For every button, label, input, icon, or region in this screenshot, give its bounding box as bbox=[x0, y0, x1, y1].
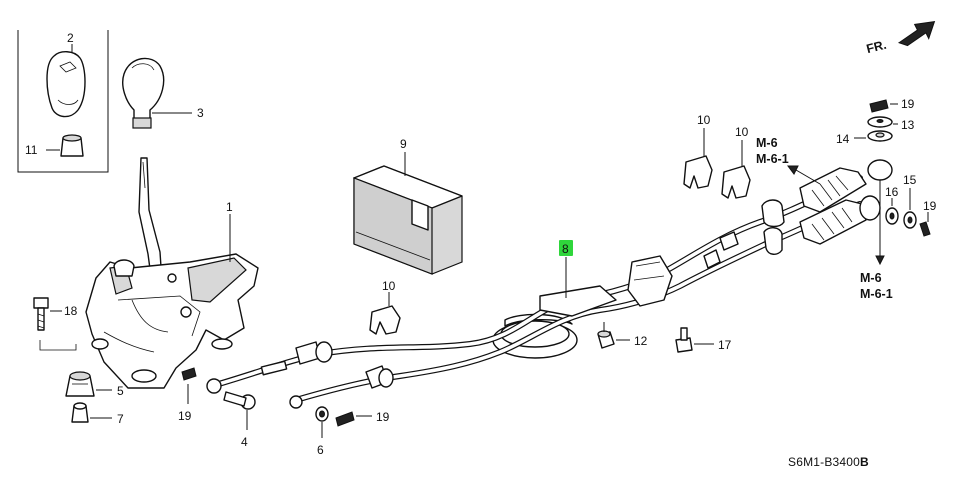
pin-19-right[interactable] bbox=[919, 221, 931, 237]
callout-12: 12 bbox=[634, 334, 648, 348]
callout-10-middle: 10 bbox=[382, 279, 396, 293]
collar-7[interactable] bbox=[71, 402, 89, 423]
diagram-code-main: S6M1-B3400 bbox=[788, 455, 860, 469]
callout-13: 13 bbox=[901, 118, 915, 132]
bushing-5[interactable] bbox=[65, 371, 95, 397]
clevis-pin-4[interactable] bbox=[223, 391, 256, 410]
callout-7: 7 bbox=[117, 412, 124, 426]
callout-15: 15 bbox=[903, 173, 917, 187]
bushing-16[interactable] bbox=[885, 207, 899, 225]
bolt-label-upper-1: M-6 bbox=[756, 136, 778, 150]
callout-5: 5 bbox=[117, 384, 124, 398]
nut-12[interactable] bbox=[597, 330, 615, 349]
callout-14: 14 bbox=[836, 132, 850, 146]
clip-10-middle[interactable] bbox=[369, 305, 401, 335]
shift-lever-assembly[interactable] bbox=[85, 157, 259, 389]
damper-block-9[interactable] bbox=[353, 165, 463, 275]
bolt-label-lower-2: M-6-1 bbox=[860, 287, 893, 301]
callout-11: 11 bbox=[25, 143, 38, 157]
diagram-code-suffix: B bbox=[860, 455, 869, 469]
callout-17: 17 bbox=[718, 338, 732, 352]
diagram-code: S6M1-B3400B bbox=[788, 455, 869, 469]
svg-text:S6M1-B3400B: S6M1-B3400B bbox=[788, 455, 869, 469]
callout-9: 9 bbox=[400, 137, 407, 151]
knob-nut-11[interactable] bbox=[60, 134, 84, 157]
callout-6: 6 bbox=[317, 443, 324, 457]
pin-19-top[interactable] bbox=[869, 99, 889, 113]
bolt-label-lower-1: M-6 bbox=[860, 271, 882, 285]
bolt-17[interactable] bbox=[675, 327, 693, 353]
callout-10-upper-left: 10 bbox=[697, 113, 711, 127]
nut-6[interactable] bbox=[315, 406, 329, 422]
callout-19-right: 19 bbox=[923, 199, 937, 213]
pin-19-left[interactable] bbox=[181, 367, 197, 381]
clip-10-upper-left[interactable] bbox=[683, 155, 713, 189]
callout-8: 8 bbox=[562, 242, 569, 256]
callout-18: 18 bbox=[64, 304, 78, 318]
washer-14[interactable] bbox=[867, 130, 893, 142]
bolt-label-upper-2: M-6-1 bbox=[756, 152, 789, 166]
bolt-18[interactable] bbox=[33, 297, 49, 331]
callout-2: 2 bbox=[67, 31, 74, 45]
callout-19-bottom: 19 bbox=[376, 410, 390, 424]
clip-10-upper-right[interactable] bbox=[721, 165, 751, 199]
shift-knob-2[interactable] bbox=[46, 51, 86, 118]
washer-15[interactable] bbox=[903, 211, 917, 229]
pin-19-bottom[interactable] bbox=[335, 411, 355, 427]
callout-1: 1 bbox=[226, 200, 233, 214]
callout-3: 3 bbox=[197, 106, 204, 120]
shift-cable-assembly[interactable] bbox=[206, 159, 893, 409]
callout-19-top: 19 bbox=[901, 97, 915, 111]
shift-knob-3[interactable] bbox=[122, 57, 165, 129]
direction-label: FR. bbox=[865, 38, 888, 56]
callout-10-upper-right: 10 bbox=[735, 125, 749, 139]
washer-13[interactable] bbox=[867, 116, 893, 128]
callout-4: 4 bbox=[241, 435, 248, 449]
callout-19-left: 19 bbox=[178, 409, 192, 423]
front-direction-arrow: FR. bbox=[865, 20, 936, 56]
knob-inset: 2 11 bbox=[17, 30, 109, 173]
callout-8-highlight bbox=[559, 240, 573, 256]
callout-16: 16 bbox=[885, 185, 899, 199]
